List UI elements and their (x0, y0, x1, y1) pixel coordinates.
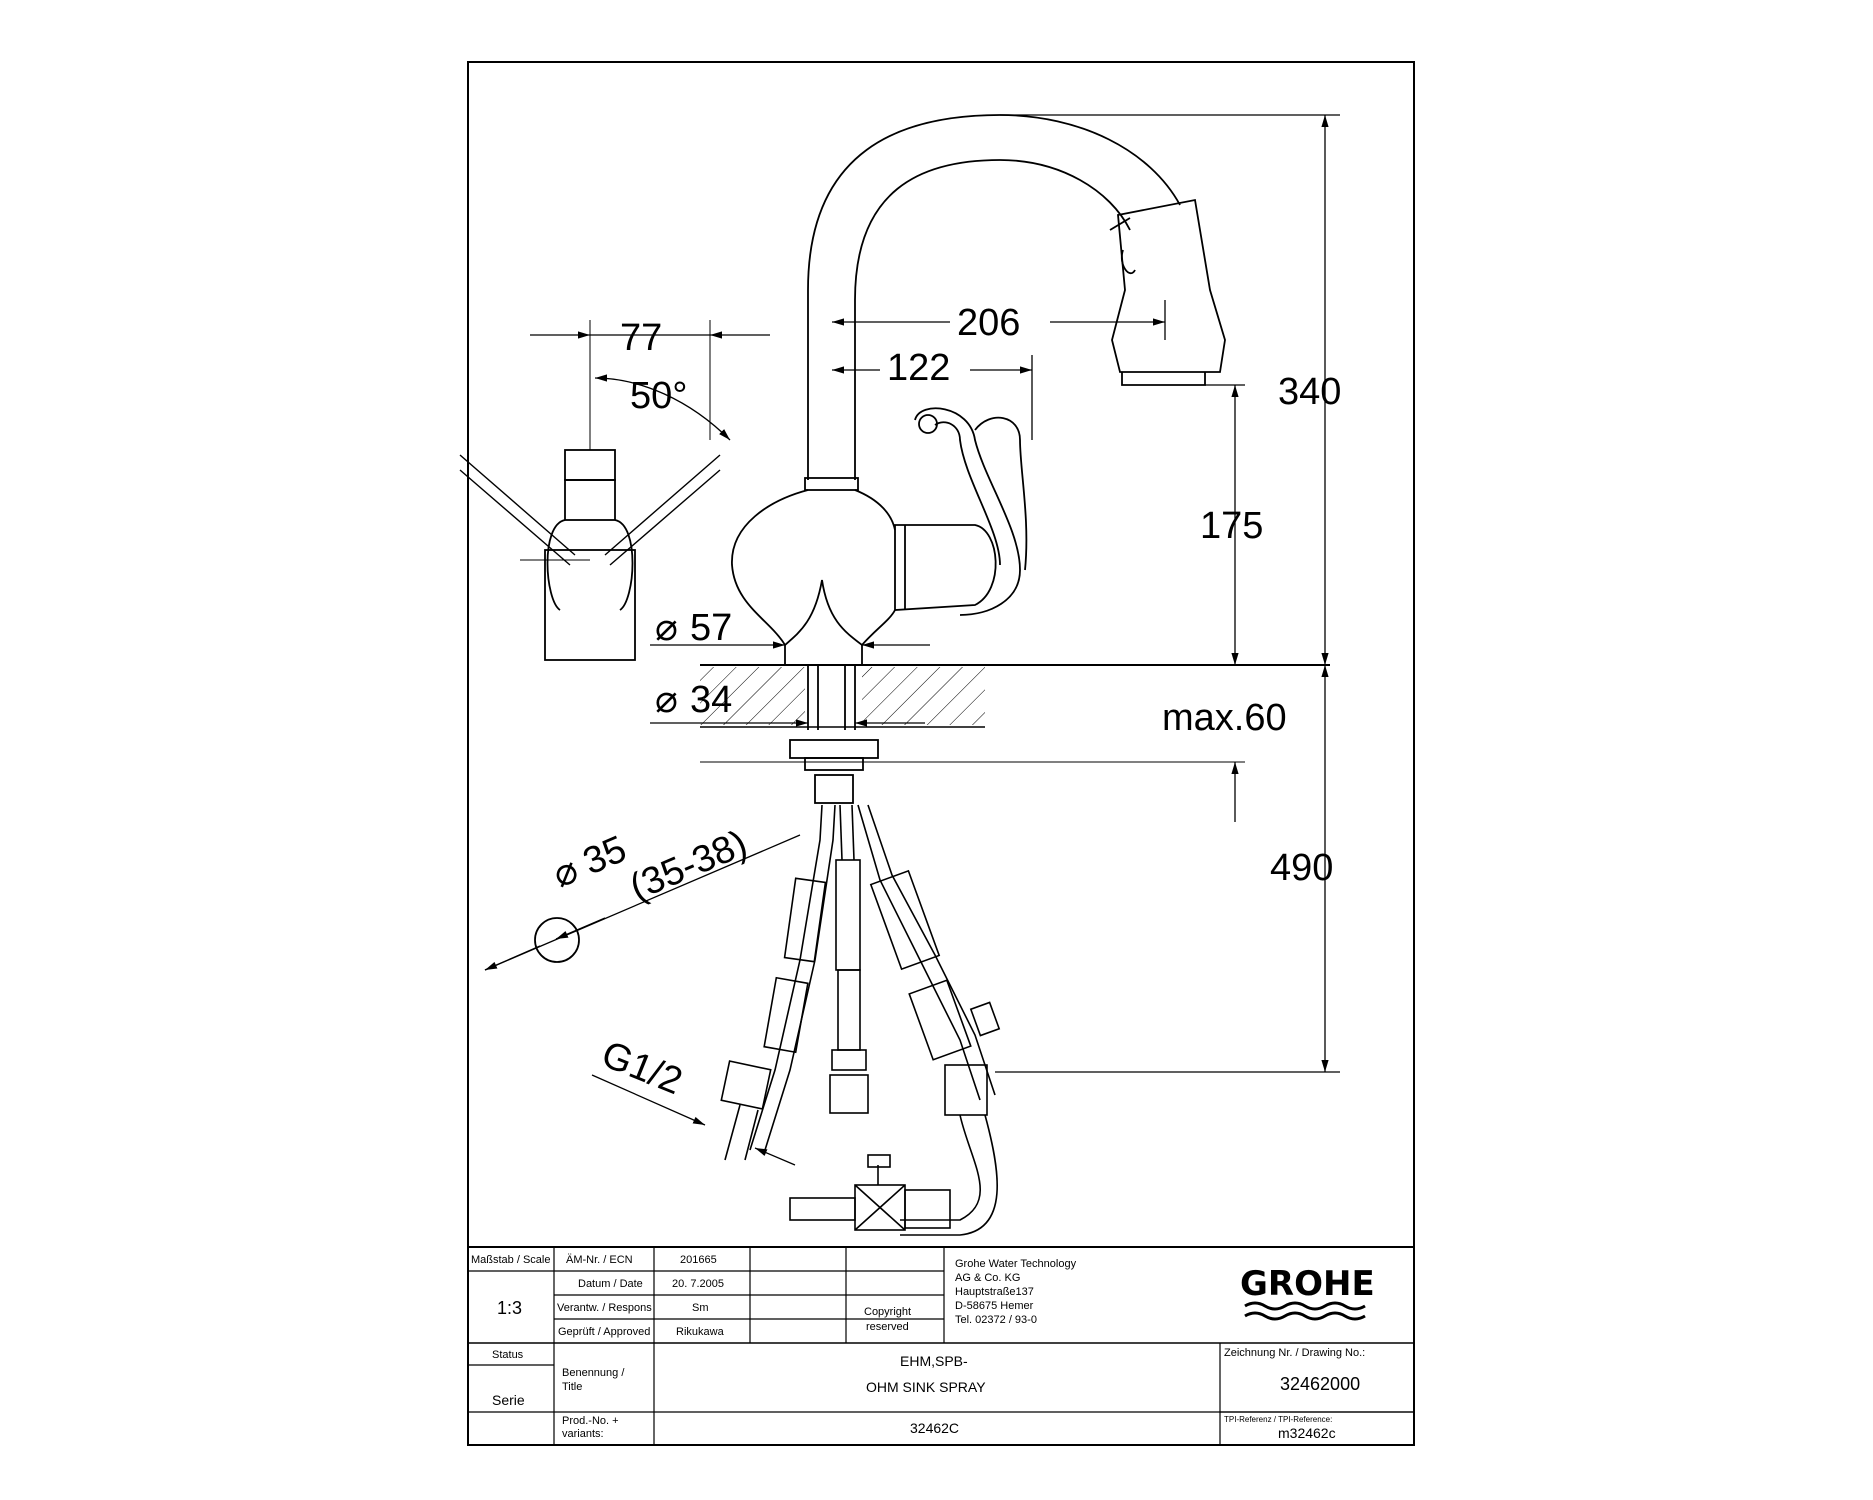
dimension-lines (484, 114, 1340, 1166)
drawing-no-label: Zeichnung Nr. / Drawing No.: (1224, 1347, 1365, 1359)
title-line2: OHM SINK SPRAY (866, 1379, 986, 1395)
prod-value: 32462C (910, 1420, 959, 1436)
title-block-text: Maßstab / Scale 1:3 ÄM-Nr. / ECN 201665 … (471, 1254, 1375, 1441)
company-line3: Hauptstraße137 (955, 1286, 1034, 1298)
approved-label: Geprüft / Approved (558, 1326, 650, 1338)
title-block (468, 1246, 1414, 1445)
scale-value: 1:3 (497, 1298, 522, 1318)
approved-value: Rikukawa (676, 1326, 725, 1338)
faucet-drawing (731, 114, 1226, 804)
title-line1: EHM,SPB- (900, 1353, 968, 1369)
responsible-value: Sm (692, 1302, 709, 1314)
prod-label-line1: Prod.-No. + (562, 1415, 619, 1427)
company-line1: Grohe Water Technology (955, 1258, 1077, 1270)
responsible-label: Verantw. / Respons (557, 1302, 652, 1314)
company-line2: AG & Co. KG (955, 1272, 1020, 1284)
dim-35: 35 (577, 828, 632, 883)
title-label-line1: Benennung / (562, 1367, 625, 1379)
dim-206: 206 (957, 302, 1020, 344)
dim-35-38: (35-38) (624, 823, 753, 910)
grohe-wave-icon (1244, 1301, 1366, 1321)
copyright-line2: reserved (866, 1321, 909, 1333)
dim-g12: G1/2 (596, 1033, 688, 1103)
scale-label: Maßstab / Scale (471, 1254, 550, 1266)
ecn-value: 201665 (680, 1254, 717, 1266)
dim-57: 57 (690, 607, 732, 649)
dim-34: 34 (690, 679, 732, 721)
title-label-line2: Title (562, 1381, 582, 1393)
tpi-value: m32462c (1278, 1425, 1336, 1441)
countertop-section (700, 664, 1330, 763)
dim-122: 122 (887, 347, 950, 389)
status-label: Status (492, 1349, 524, 1361)
dim-340: 340 (1278, 371, 1341, 413)
status-value: Serie (492, 1392, 525, 1408)
ecn-label: ÄM-Nr. / ECN (566, 1254, 633, 1266)
diameter-symbol-35: ⌀ (547, 849, 584, 897)
tpi-label: TPI-Referenz / TPI-Reference: (1224, 1415, 1332, 1424)
dim-50-degrees: 50° (630, 375, 687, 417)
date-label: Datum / Date (578, 1278, 643, 1290)
sheet-border (467, 61, 1415, 1446)
copyright-line1: Copyright (864, 1306, 911, 1318)
company-line5: Tel. 02372 / 93-0 (955, 1314, 1037, 1326)
dim-175: 175 (1200, 505, 1263, 547)
dim-77: 77 (620, 317, 662, 359)
date-value: 20. 7.2005 (672, 1278, 724, 1290)
company-line4: D-58675 Hemer (955, 1300, 1034, 1312)
dim-490: 490 (1270, 847, 1333, 889)
side-view (459, 320, 721, 661)
supply-hoses (720, 804, 1001, 1236)
dim-max-60: max.60 (1162, 697, 1287, 739)
diameter-symbol-57: ⌀ (655, 607, 678, 649)
grohe-logo-text: GROHE (1240, 1264, 1375, 1304)
drawing-no-value: 32462000 (1280, 1374, 1360, 1394)
prod-label-line2: variants: (562, 1428, 604, 1440)
diameter-symbol-34: ⌀ (655, 679, 678, 721)
